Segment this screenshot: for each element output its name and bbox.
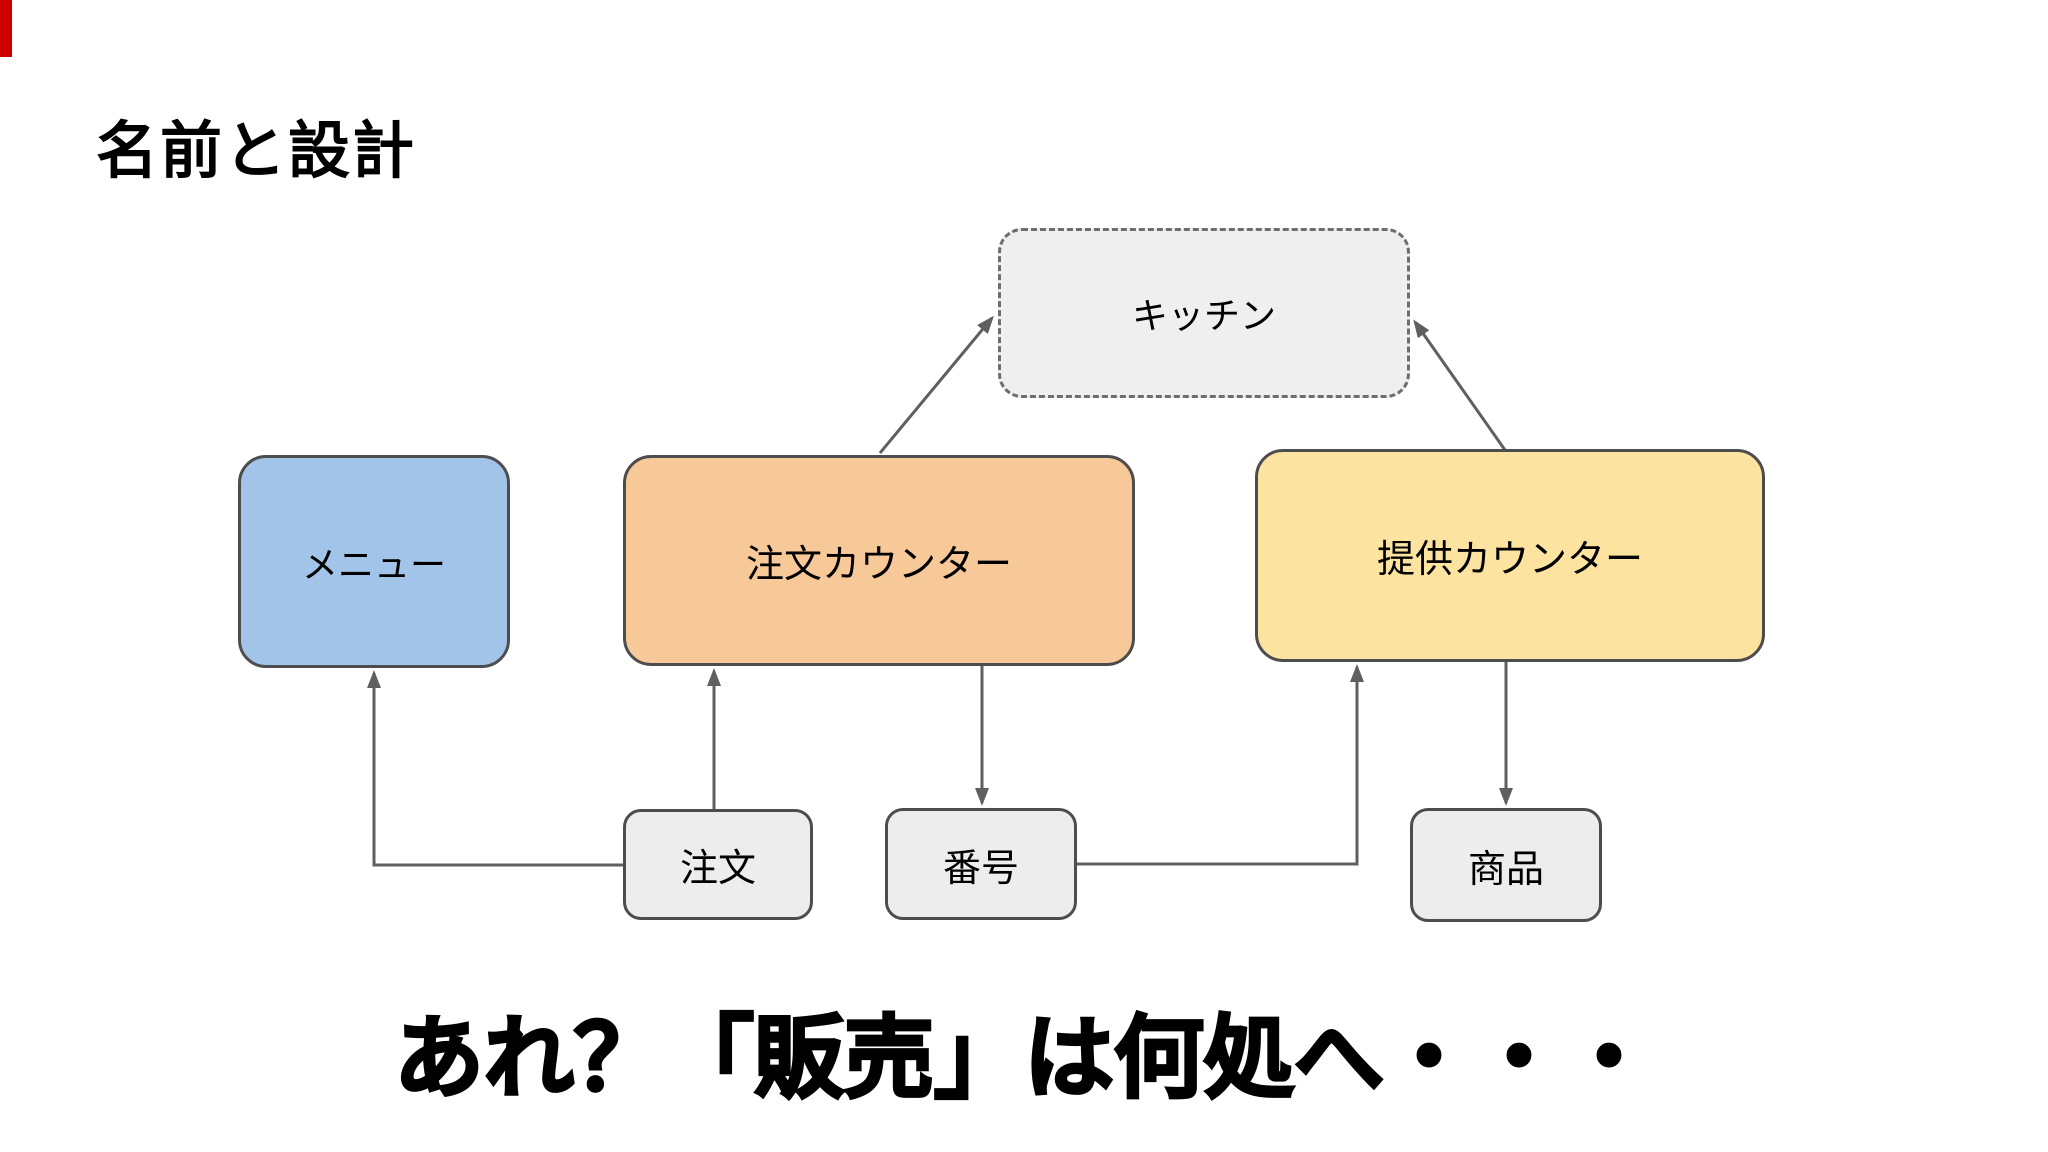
- node-order-label: 注文: [679, 848, 756, 890]
- node-serving-counter: 提供カウンター: [1255, 449, 1765, 662]
- node-number-label: 番号: [942, 847, 1019, 890]
- edge-serving-counter-to-kitchen: [1413, 319, 1507, 451]
- page-title: 名前と設計: [96, 117, 417, 186]
- node-number: 番号: [885, 808, 1077, 920]
- edge-order-counter-to-kitchen: [878, 315, 994, 454]
- node-product: 商品: [1410, 808, 1602, 922]
- node-product-label: 商品: [1467, 848, 1544, 891]
- node-menu: メニュー: [238, 455, 510, 668]
- red-edge-marker: [0, 0, 12, 57]
- node-order-counter-label: 注文カウンター: [745, 544, 1012, 586]
- edge-number-to-serving-counter: [1077, 664, 1364, 866]
- node-serving-counter-label: 提供カウンター: [1376, 539, 1643, 581]
- edge-order-to-menu: [367, 670, 623, 867]
- node-kitchen: キッチン: [998, 228, 1410, 398]
- node-order: 注文: [623, 809, 813, 920]
- node-menu-label: メニュー: [301, 543, 446, 585]
- node-kitchen-label: キッチン: [1131, 295, 1276, 336]
- slide-caption: あれ？「販売」は何処へ・・・: [393, 1008, 1656, 1111]
- node-order-counter: 注文カウンター: [623, 455, 1135, 666]
